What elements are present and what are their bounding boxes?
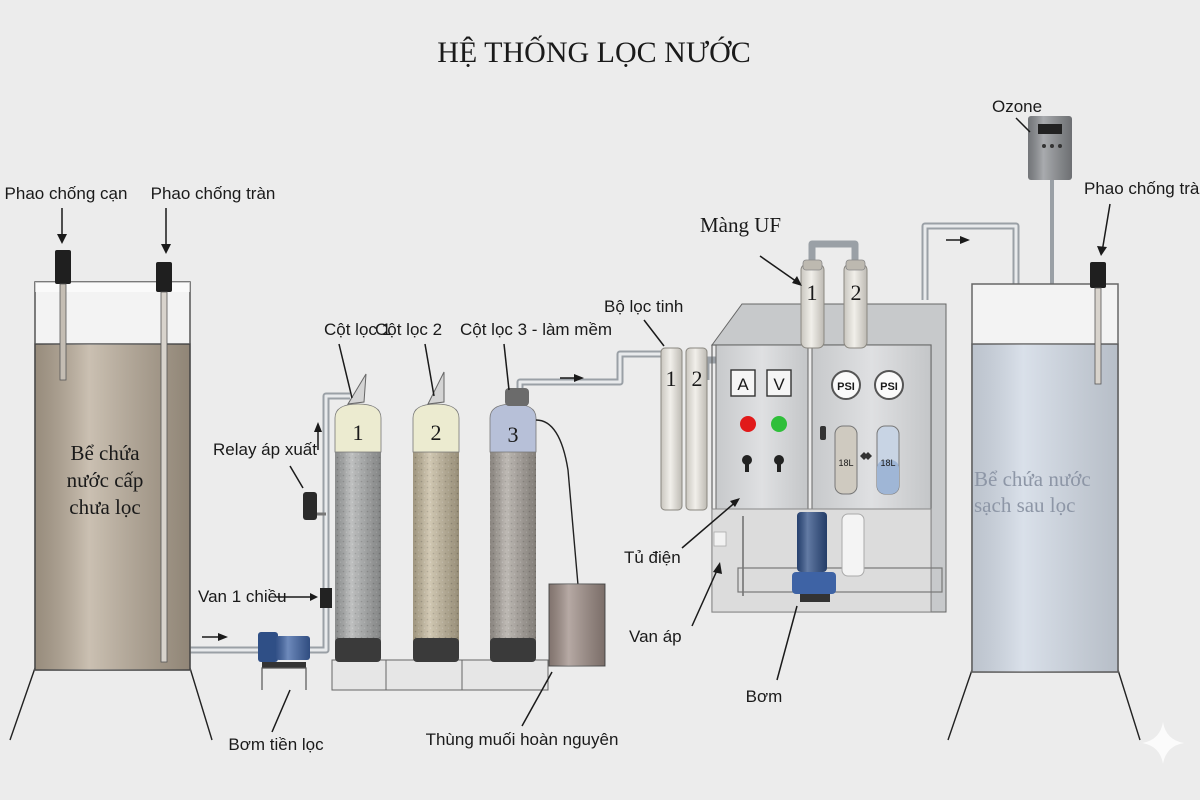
pump-label: Bơm xyxy=(746,687,783,706)
fine-filter-number-2: 2 xyxy=(692,366,703,391)
flow-arrow-4 xyxy=(946,236,970,244)
cabinet-label: Tủ điện xyxy=(624,548,681,567)
raw-tank-label-line-2: nước cấp xyxy=(67,468,144,492)
housing-2-label: 18L xyxy=(880,458,895,468)
check-valve-label: Van 1 chiều xyxy=(198,587,287,606)
high-pressure-pump xyxy=(792,512,865,602)
psi-gauge-1: PSI xyxy=(831,370,861,400)
pressure-valve-label: Van áp xyxy=(629,627,682,646)
fine-filter: 1 2 Bộ lọc tinh xyxy=(604,297,708,511)
prefilter-pump-leader xyxy=(271,689,291,733)
prefilter-pump xyxy=(258,632,310,668)
selector-switch-2[interactable] xyxy=(774,455,784,472)
flow-arrow-1 xyxy=(202,633,228,641)
float-switch-right: Phao chống tràn xyxy=(1084,179,1200,385)
float-high-label: Phao chống tràn xyxy=(151,184,276,203)
red-indicator-light xyxy=(740,416,756,432)
pressure-valve-label-group: Van áp xyxy=(629,562,722,646)
uf-number-1: 1 xyxy=(807,280,818,305)
float-low-label: Phao chống cạn xyxy=(5,184,128,203)
filter-column-1: 1 xyxy=(334,373,382,662)
clean-tank-label-line-1: Bể chứa nước xyxy=(974,467,1091,491)
uf-membranes: 1 2 Màng UF xyxy=(700,213,868,349)
column-2-label: Cột lọc 2 xyxy=(375,320,442,339)
column-stand xyxy=(331,659,549,691)
panel-left xyxy=(715,344,809,510)
panel-right xyxy=(811,344,932,510)
raw-tank-label-line-1: Bể chứa xyxy=(70,441,140,465)
check-valve: Van 1 chiều xyxy=(198,587,332,608)
cabinet-label-group: Tủ điện xyxy=(624,498,740,567)
psi-gauge-2: PSI xyxy=(874,370,904,400)
flow-arrow-2 xyxy=(314,422,322,450)
float-high-right-label: Phao chống tràn xyxy=(1084,179,1200,198)
pump-leader xyxy=(776,605,798,681)
flow-arrow-3 xyxy=(560,374,584,382)
small-switch xyxy=(820,426,826,440)
cartridge-housing-2: 18L xyxy=(876,425,900,495)
ozone-label: Ozone xyxy=(992,97,1042,116)
column-2-number: 2 xyxy=(431,420,442,445)
ammeter: A xyxy=(730,369,756,397)
raw-water-tank: Bể chứa nước cấp chưa lọc xyxy=(9,281,213,741)
panel-connector xyxy=(860,452,872,460)
column-3-label: Cột lọc 3 - làm mềm xyxy=(460,320,612,339)
clean-water-tank: Bể chứa nước sạch sau lọc xyxy=(947,283,1141,741)
column-1-label: Cột lọc 1 xyxy=(324,320,391,339)
filter-column-3: 3 xyxy=(489,388,579,662)
selector-switch-1[interactable] xyxy=(742,455,752,472)
fine-filter-label: Bộ lọc tinh xyxy=(604,297,683,316)
voltmeter-label: V xyxy=(773,375,785,394)
sparkle-icon xyxy=(1142,722,1184,764)
float-switch-high xyxy=(156,262,172,663)
float-switch-low xyxy=(55,250,71,381)
uf-label: Màng UF xyxy=(700,213,781,237)
column-3-number: 3 xyxy=(508,422,519,447)
pump-stand xyxy=(261,667,307,690)
green-indicator-light xyxy=(771,416,787,432)
column-1-number: 1 xyxy=(353,420,364,445)
ammeter-label: A xyxy=(737,375,749,394)
raw-tank-label-line-3: chưa lọc xyxy=(69,495,140,519)
pressure-relay: Relay áp xuất xyxy=(213,440,326,520)
column-labels: Cột lọc 1 Cột lọc 2 Cột lọc 3 - làm mềm xyxy=(324,320,612,399)
relay-label: Relay áp xuất xyxy=(213,440,317,459)
salt-tank-label: Thùng muối hoàn nguyên xyxy=(426,730,619,749)
psi-gauge-1-label: PSI xyxy=(837,381,855,393)
float-labels-left: Phao chống cạn Phao chống tràn xyxy=(5,184,276,254)
uf-number-2: 2 xyxy=(851,280,862,305)
housing-1-label: 18L xyxy=(838,458,853,468)
voltmeter: V xyxy=(766,369,792,397)
filter-column-2: 2 xyxy=(412,371,460,662)
diagram-title: HỆ THỐNG LỌC NƯỚC xyxy=(437,35,751,69)
fine-filter-number-1: 1 xyxy=(666,366,677,391)
salt-tank: Thùng muối hoàn nguyên xyxy=(426,583,619,749)
cartridge-housing-1: 18L xyxy=(834,425,858,495)
psi-gauge-2-label: PSI xyxy=(880,381,898,393)
clean-tank-label-line-2: sạch sau lọc xyxy=(974,493,1075,517)
ozone-generator: Ozone xyxy=(992,97,1072,180)
prefilter-pump-label: Bơm tiền lọc xyxy=(228,735,324,754)
